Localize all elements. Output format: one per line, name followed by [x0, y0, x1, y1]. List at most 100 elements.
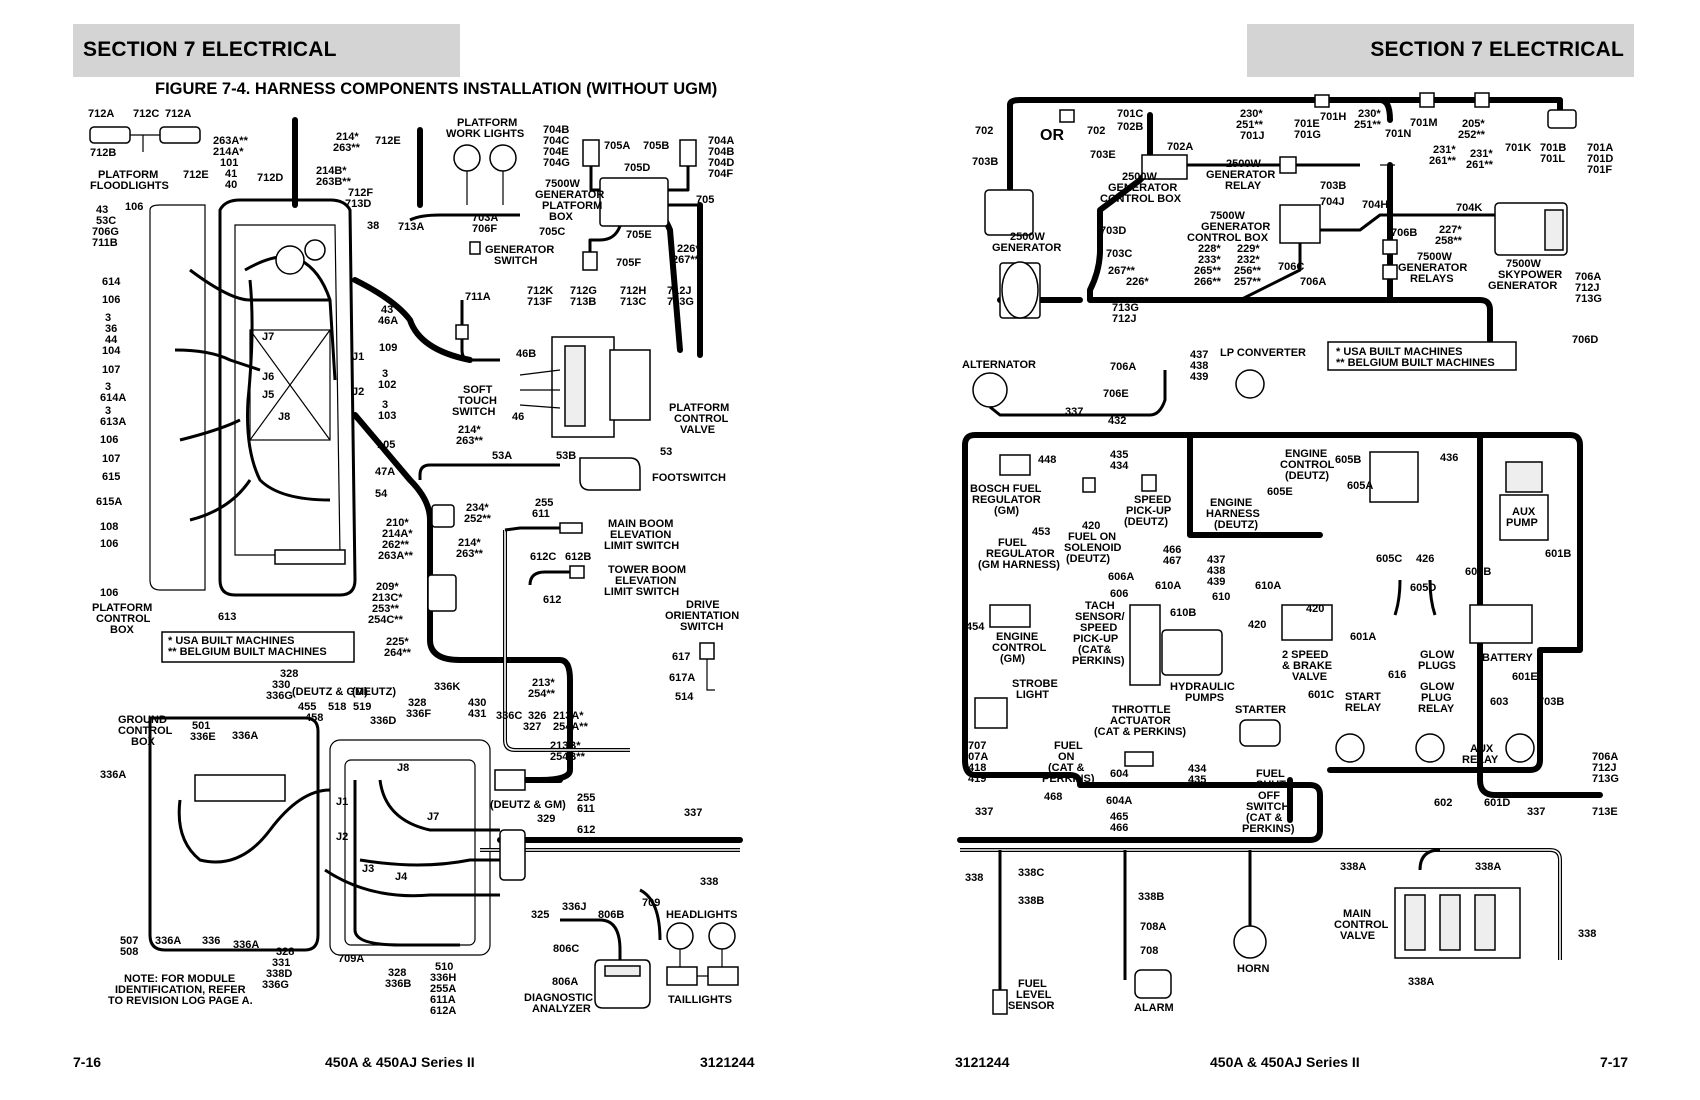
callout-l108: 108: [100, 521, 118, 533]
callout-diag-2: ANALYZER: [532, 1003, 591, 1015]
ground-control-box-outline: [148, 716, 320, 952]
callout-l713g: 713G: [667, 296, 694, 308]
callout-l336a4: 336A: [233, 939, 259, 951]
callout-l612c: 612C: [530, 551, 556, 563]
callout-shutoff-6: PERKINS): [1242, 823, 1295, 835]
callout-l605c: 605C: [1376, 553, 1402, 565]
callout-l712c: 712C: [133, 108, 159, 120]
callout-main-boom-1: MAIN BOOM: [608, 518, 673, 530]
callout-l712h: 712H: [620, 285, 646, 297]
callout-l706c: 706C: [1278, 261, 1304, 273]
callout-tower-boom-2: ELEVATION: [615, 575, 676, 587]
callout-fuel-sol-2: SOLENOID: [1064, 542, 1122, 554]
aux-pump: [1499, 494, 1549, 541]
callout-l330: 330: [272, 679, 290, 691]
callout-l252: 252**: [1458, 129, 1486, 141]
callout-l336: 336: [202, 935, 220, 947]
callout-platform-control-valve-2: CONTROL: [674, 413, 729, 425]
callout-deutz-gm2: (DEUTZ & GM): [490, 799, 566, 811]
callout-l702a2: 702A: [1167, 141, 1193, 153]
callout-l612d: 612: [577, 824, 595, 836]
callout-l704d: 704D: [708, 157, 734, 169]
callout-l705c: 705C: [539, 226, 565, 238]
callout-l336d: 336D: [370, 715, 396, 727]
callout-l705: 705: [696, 194, 714, 206]
callout-l258: 258**: [1435, 235, 1463, 247]
callout-l53a: 53A: [492, 450, 512, 462]
callout-gen-relay-3: RELAY: [1225, 180, 1262, 192]
footer-doc-right: 3121244: [955, 1054, 1010, 1070]
callout-platform-control-box-2: CONTROL: [96, 613, 151, 625]
callout-eng-harness-1: ENGINE: [1210, 497, 1252, 509]
callout-drive-orient-1: DRIVE: [686, 599, 720, 611]
callout-main-valve-3: VALVE: [1340, 930, 1375, 942]
callout-l336a2: 336A: [100, 769, 126, 781]
callout-l713g: 713G: [1575, 293, 1602, 305]
callout-l264: 264**: [384, 647, 412, 659]
callout-l611a2: 611A: [430, 994, 456, 1006]
callout-l712j: 712J: [1575, 282, 1599, 294]
callout-hyd-pumps-2: PUMPS: [1185, 692, 1224, 704]
callout-gen-platform-box-3: PLATFORM: [542, 200, 602, 212]
callout-tach-6: PERKINS): [1072, 655, 1125, 667]
callout-l712f: 712F: [348, 187, 373, 199]
callout-l703c: 703C: [1106, 248, 1132, 260]
callout-l263a: 263A**: [213, 135, 249, 147]
callout-l331: 331: [272, 957, 290, 969]
callout-drive-orient-2: ORIENTATION: [665, 610, 739, 622]
callout-gen-relays-3: RELAYS: [1410, 273, 1454, 285]
callout-l338a: 338: [700, 876, 718, 888]
callout-l226: 226*: [677, 243, 700, 255]
callout-l420c: 420: [1248, 619, 1266, 631]
callout-l806c: 806C: [553, 943, 579, 955]
callout-soft-touch-3: SWITCH: [452, 406, 495, 418]
callout-fuel-level-2: LEVEL: [1016, 989, 1052, 1001]
callout-l227: 227*: [1439, 224, 1462, 236]
callout-l338b2: 338B: [1138, 891, 1164, 903]
callout-gen-ctrl-1: 2500W: [1122, 171, 1157, 183]
callout-gen-switch-2: SWITCH: [494, 255, 537, 267]
callout-gen-2500-2: GENERATOR: [992, 242, 1061, 254]
callout-l706a4: 706A: [1592, 751, 1618, 763]
callout-l263a2: 263A**: [378, 550, 414, 562]
callout-usa: * USA BUILT MACHINES: [168, 635, 295, 647]
callout-l338r: 338: [1578, 928, 1596, 940]
callout-shutoff-2: SHUT: [1256, 779, 1286, 791]
callout-l214a2: 214A*: [382, 528, 413, 540]
callout-l615a: 615A: [96, 496, 122, 508]
callout-footswitch: FOOTSWITCH: [652, 472, 726, 484]
aux-relay: [1505, 733, 1535, 763]
callout-l336e: 336E: [190, 731, 216, 743]
callout-fuel-reg-3: (GM HARNESS): [978, 559, 1060, 571]
callout-l437: 437: [1190, 349, 1208, 361]
callout-l713e: 713E: [1592, 806, 1618, 818]
callout-l465: 465: [1110, 811, 1128, 823]
callout-l104: 104: [102, 345, 121, 357]
ground-terminal-strip: [194, 774, 286, 802]
callout-note-3: TO REVISION LOG PAGE A.: [108, 995, 253, 1007]
callout-l263b: 263B**: [316, 176, 352, 188]
callout-l806b: 806B: [598, 909, 624, 921]
callout-l214c: 214*: [458, 424, 481, 436]
callout-j8: J8: [278, 411, 290, 423]
callout-platform-work-lights-2: WORK LIGHTS: [446, 128, 524, 140]
harness-grommet-1: [275, 245, 305, 275]
callout-l263c: 263**: [456, 435, 484, 447]
callout-l706f: 706F: [472, 223, 497, 235]
taillight-1: [666, 966, 698, 986]
callout-l328d: 328: [388, 967, 406, 979]
callout-l518: 518: [328, 701, 346, 713]
callout-soft-touch-2: TOUCH: [458, 395, 497, 407]
callout-l233: 233*: [1198, 254, 1221, 266]
callout-l704j: 704J: [1320, 196, 1344, 208]
callout-l230: 230*: [1240, 108, 1263, 120]
callout-ground-control-2: CONTROL: [118, 725, 173, 737]
callout-l336c: 336C: [496, 710, 522, 722]
callout-l704k: 704K: [1456, 202, 1482, 214]
speed-pickup-deutz: [1141, 474, 1157, 492]
callout-j1b: J1: [336, 796, 348, 808]
callout-l254a: 254A**: [553, 721, 589, 733]
callout-l329: 329: [537, 813, 555, 825]
callout-l431: 431: [468, 708, 486, 720]
callout-speed-2: PICK-UP: [1126, 505, 1171, 517]
